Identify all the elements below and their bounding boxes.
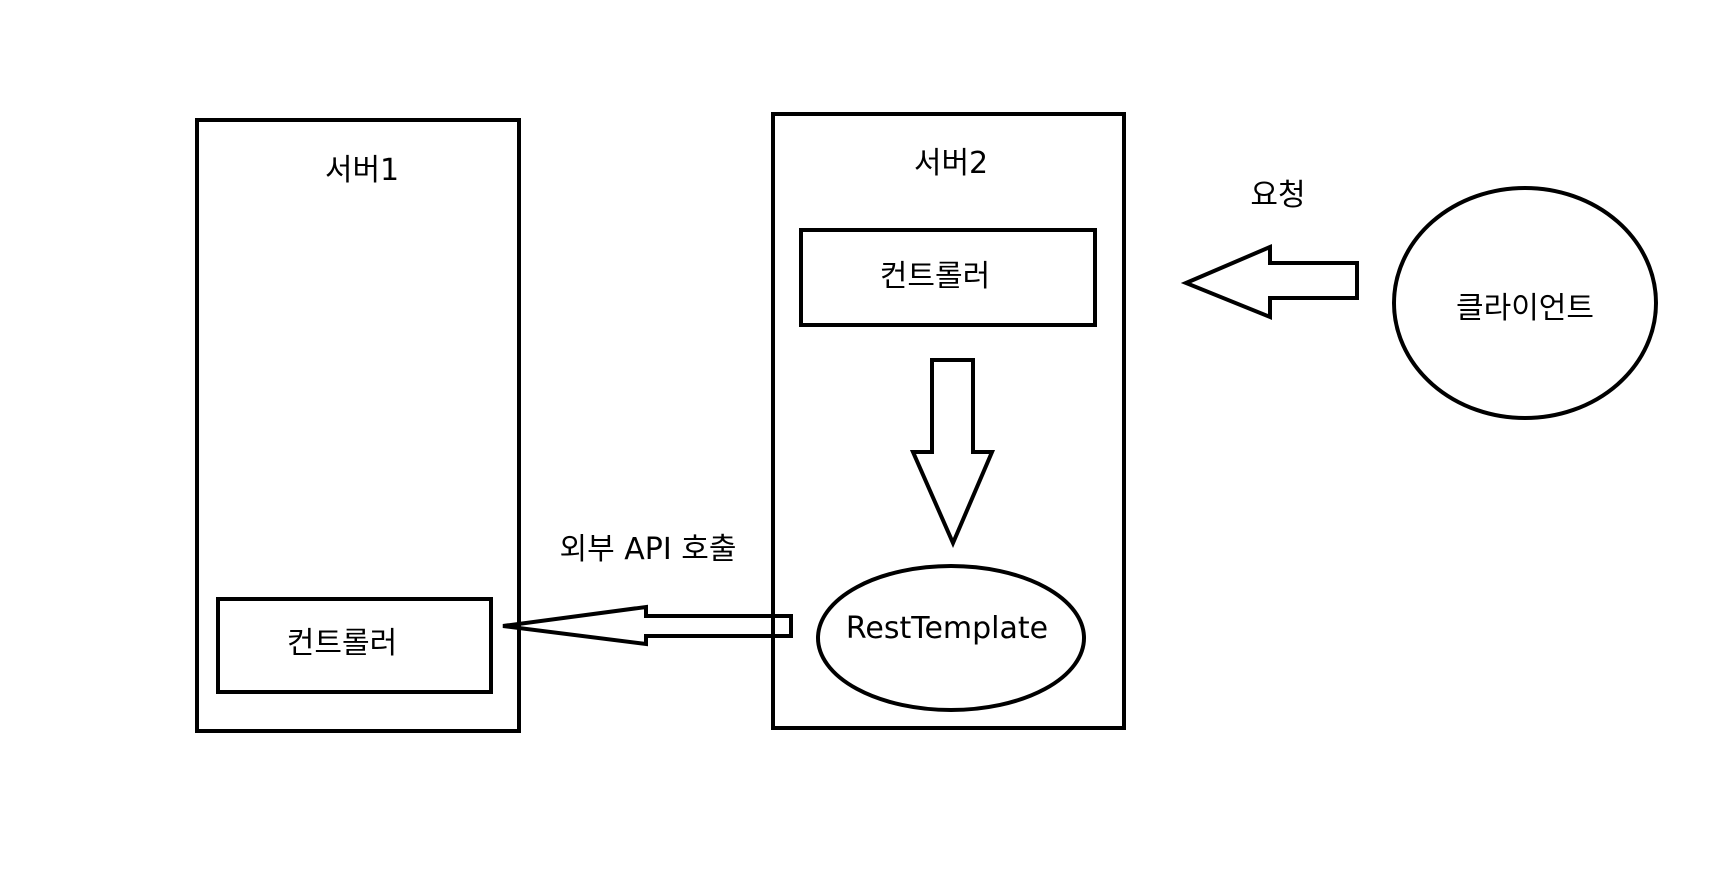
server1-controller-box bbox=[216, 597, 493, 694]
request-arrow-label: 요청 bbox=[1250, 178, 1305, 213]
server1-node: 서버1 컨트롤러 bbox=[195, 118, 521, 733]
server2-title: 서버2 bbox=[914, 146, 988, 181]
external-api-arrow: 외부 API 호출 bbox=[502, 532, 793, 647]
external-api-arrow-shape bbox=[502, 604, 793, 647]
server2-controller-box bbox=[799, 228, 1097, 327]
internal-down-arrow bbox=[909, 358, 996, 549]
server1-title: 서버1 bbox=[325, 153, 399, 188]
server2-controller-label: 컨트롤러 bbox=[880, 259, 990, 294]
rest-template-label: RestTemplate bbox=[846, 611, 1048, 646]
server2-node: 서버2 컨트롤러 RestTemplate bbox=[771, 112, 1126, 730]
request-arrow: 요청 bbox=[1180, 178, 1359, 320]
client-label: 클라이언트 bbox=[1456, 291, 1594, 326]
rest-template-ellipse bbox=[816, 564, 1086, 712]
server2-box bbox=[771, 112, 1126, 730]
server1-box bbox=[195, 118, 521, 733]
client-ellipse bbox=[1392, 186, 1658, 420]
client-node: 클라이언트 bbox=[1392, 186, 1658, 420]
request-arrow-shape bbox=[1180, 243, 1359, 320]
server1-controller-label: 컨트롤러 bbox=[287, 626, 397, 661]
internal-down-arrow-shape bbox=[909, 358, 996, 549]
external-api-arrow-label: 외부 API 호출 bbox=[560, 532, 737, 567]
